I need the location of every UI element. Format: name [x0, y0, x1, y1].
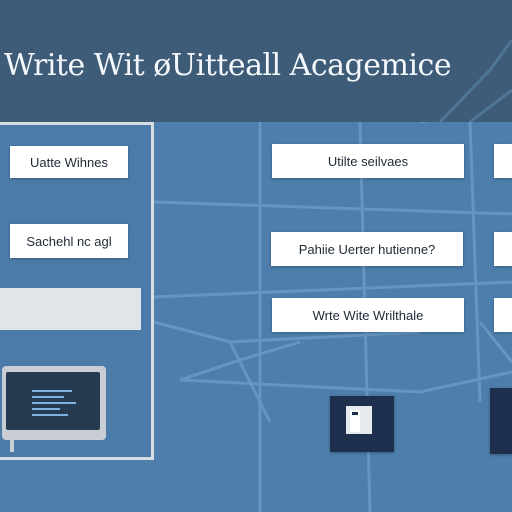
left-card-1[interactable]: Uatte Wihnes — [10, 146, 128, 178]
right-card-3[interactable] — [494, 298, 512, 332]
header: Write Wit øUitteall Acagemice — [0, 0, 512, 122]
header-lines — [438, 39, 512, 122]
document-device-icon[interactable] — [330, 396, 394, 452]
main-card-1[interactable]: Utilte seilvaes — [272, 144, 464, 178]
right-card-1[interactable] — [494, 144, 512, 178]
monitor-icon — [2, 366, 106, 440]
left-card-1-label: Uatte Wihnes — [29, 154, 109, 170]
monitor-stand — [10, 436, 14, 452]
monitor-screen — [6, 372, 100, 430]
main-card-2-label: Pahiie Uerter hutienne? — [298, 241, 436, 257]
main-card-3-label: Wrte Wite Wrilthale — [312, 307, 424, 323]
left-panel-bar — [0, 288, 141, 330]
right-device-icon[interactable] — [490, 388, 512, 454]
page-title: Write Wit øUitteall Acagemice — [4, 48, 452, 83]
main-card-3[interactable]: Wrte Wite Wrilthale — [272, 298, 464, 332]
main-card-1-label: Utilte seilvaes — [327, 153, 409, 169]
right-card-2[interactable] — [494, 232, 512, 266]
left-card-2[interactable]: Sachehl nc agl — [10, 224, 128, 258]
left-card-2-label: Sachehl nc agl — [26, 233, 112, 249]
main-card-2[interactable]: Pahiie Uerter hutienne? — [271, 232, 463, 266]
